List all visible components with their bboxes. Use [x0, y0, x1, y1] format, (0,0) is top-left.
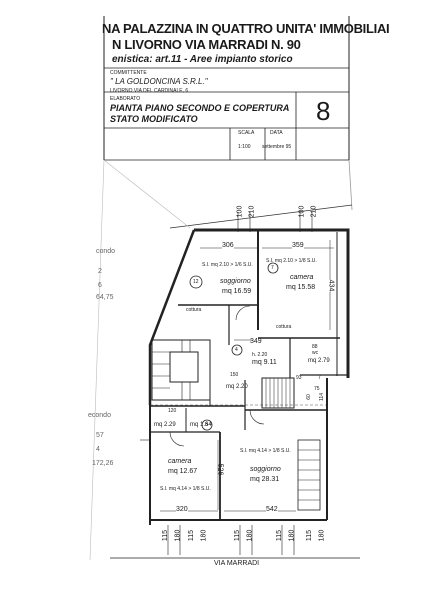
elaborato-line-2: STATO MODIFICATO — [110, 114, 198, 124]
label-93: 93 — [296, 375, 302, 381]
sheet-number: 8 — [316, 96, 331, 126]
dim-60: 60 — [305, 394, 312, 400]
marker-12: 12 — [193, 279, 199, 285]
camera-bottom-sup: S.I. mq 4.14 > 1/8 S.U. — [160, 486, 211, 492]
dim-bottom-4: 180 — [200, 529, 208, 542]
dim-75: 75 — [314, 386, 320, 392]
dim-top-left-100: 100 — [236, 205, 244, 218]
dim-top-left-210: 210 — [248, 205, 256, 218]
elaborato-line-1: PIANTA PIANO SECONDO E COPERTURA — [110, 103, 290, 113]
committente-name: " LA GOLDONCINA S.R.L." — [110, 77, 208, 86]
dim-bottom-3: 115 — [188, 529, 196, 542]
dim-bottom-1: 115 — [162, 529, 170, 542]
street-label: VIA MARRADI — [214, 560, 260, 567]
marker-3: 3 — [205, 422, 208, 428]
dim-bottom-9: 115 — [306, 529, 314, 542]
elaborato-label: ELABORATO — [110, 96, 141, 102]
disimpegno-height: h. 2.20 — [252, 352, 268, 358]
soggiorno-top-sup: S.I. mq 2.10 > 1/6 S.U. — [202, 262, 253, 268]
cottura-label: cottura — [186, 307, 202, 313]
data-label: DATA — [270, 130, 283, 136]
dim-120: 120 — [168, 408, 177, 414]
subtitle: enistica: art.11 - Aree impianto storico — [112, 54, 293, 65]
committente-address: LIVORNO VIA DEL CARDINALE, 6 — [110, 88, 189, 94]
soggiorno-bottom-area: mq 28.31 — [250, 476, 280, 483]
scala-value: 1:100 — [238, 144, 251, 150]
left-small-area: mq 1.64 — [190, 422, 212, 428]
note-2: 2 — [98, 268, 102, 275]
note-17226: 172,26 — [92, 460, 114, 467]
wc-name: wc — [312, 350, 319, 356]
disimpegno-area: mq 9.11 — [252, 359, 277, 366]
soggiorno-top-area: mq 16.59 — [222, 288, 252, 295]
dim-88: 88 — [312, 344, 318, 350]
note-4: 4 — [96, 446, 100, 453]
wc-area: mq 2.79 — [308, 358, 330, 364]
title-line-1: NA PALAZZINA IN QUATTRO UNITA' IMMOBILIA… — [102, 21, 390, 36]
dim-top-right-100: 100 — [298, 205, 306, 218]
small-room-area: mq 2.20 — [226, 384, 248, 390]
dim-434: 434 — [327, 279, 335, 292]
dim-542: 542 — [266, 506, 278, 513]
soggiorno-top-name: soggiorno — [220, 278, 251, 285]
cottura-label-2: cottura — [276, 324, 292, 330]
dim-bottom-2: 180 — [174, 529, 182, 542]
data-value: settembre 95 — [262, 144, 292, 150]
dim-349: 349 — [250, 338, 262, 345]
dim-bottom-7: 115 — [276, 529, 284, 542]
note-6: 6 — [98, 282, 102, 289]
camera-top-sup: S.I. mq 2.10 > 1/8 S.U. — [266, 258, 317, 264]
dim-bottom-8: 180 — [288, 529, 296, 542]
dim-359: 359 — [292, 242, 304, 249]
camera-bottom-area: mq 12.67 — [168, 468, 198, 475]
soggiorno-bottom-sup: S.I. mq 4.14 > 1/8 S.U. — [240, 448, 291, 454]
dim-526: 526 — [216, 463, 224, 476]
label-7: 7 — [318, 375, 321, 381]
dim-bottom-5: 115 — [234, 529, 242, 542]
note-condo-bottom: econdo — [88, 412, 111, 419]
scala-label: SCALA — [238, 130, 255, 136]
title-line-2: N LIVORNO VIA MARRADI N. 90 — [112, 37, 301, 52]
dim-bottom-6: 180 — [246, 529, 254, 542]
note-condo-top: condo — [96, 248, 116, 255]
committente-label: COMMITTENTE — [110, 70, 147, 76]
soggiorno-bottom-name: soggiorno — [250, 466, 281, 473]
note-6475: 64,75 — [96, 294, 114, 301]
note-57: 57 — [96, 432, 104, 439]
marker-4: 4 — [235, 347, 238, 353]
dim-306: 306 — [222, 242, 234, 249]
camera-top-name: camera — [290, 274, 314, 281]
camera-top-area: mq 15.58 — [286, 284, 316, 291]
dim-top-right-210: 210 — [310, 205, 318, 218]
dim-114: 114 — [318, 393, 325, 401]
dim-320: 320 — [176, 506, 188, 513]
camera-bottom-name: camera — [168, 458, 192, 465]
wc-left-area: mq 2.29 — [154, 422, 176, 428]
dim-bottom-10: 180 — [318, 529, 326, 542]
dim-150: 150 — [230, 372, 239, 378]
marker-7: 7 — [271, 265, 274, 271]
